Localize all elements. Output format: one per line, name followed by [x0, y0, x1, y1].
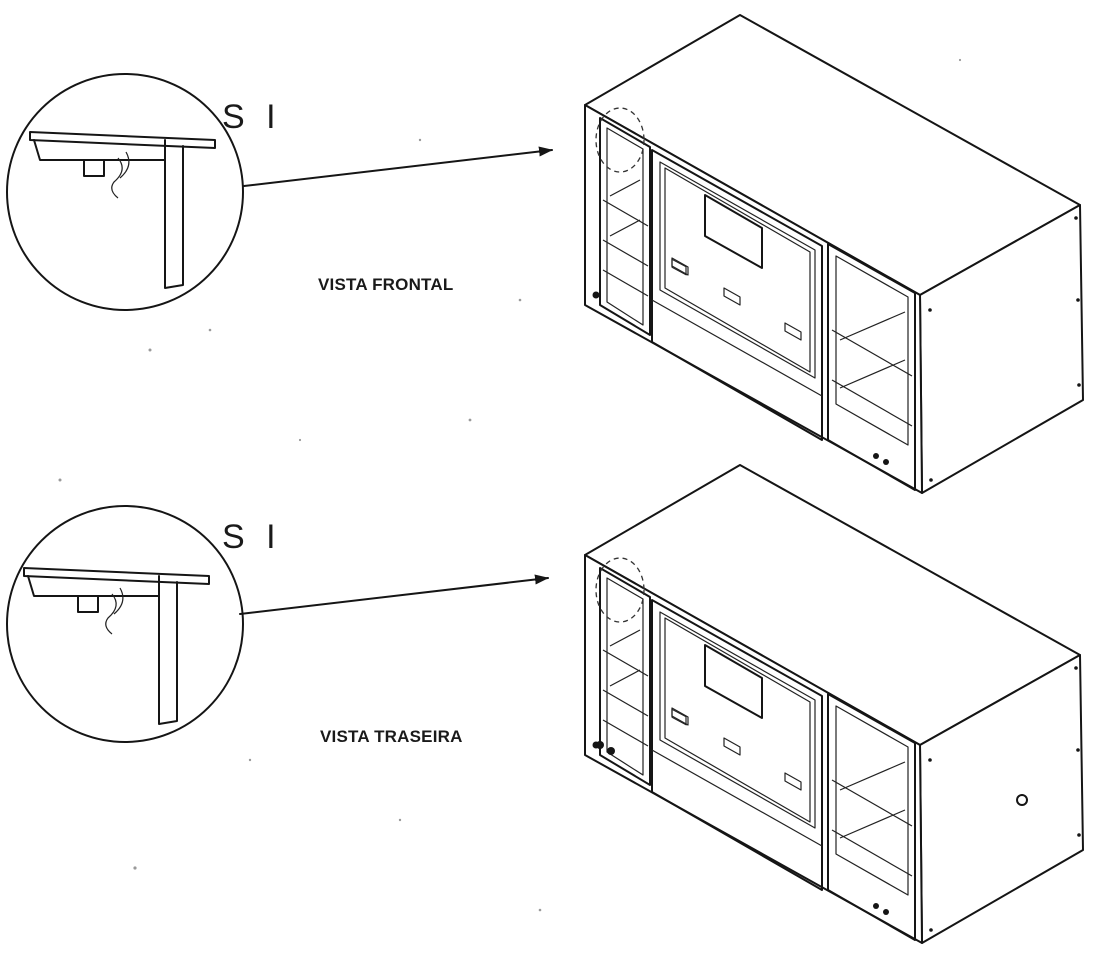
front-view-label: VISTA FRONTAL	[318, 275, 453, 294]
scan-noise	[58, 58, 962, 912]
rear-connector-hole	[1016, 794, 1028, 806]
rear-detail-magnifier	[6, 505, 244, 743]
front-detail-tag: S I	[222, 98, 282, 136]
front-detail-bracket	[29, 131, 216, 289]
rear-cabinet	[584, 464, 1084, 944]
rear-arrow	[239, 574, 549, 615]
front-detail-magnifier	[6, 73, 244, 311]
rear-view-group: S I VISTA TRASEIRA	[6, 464, 1084, 944]
rear-view-label: VISTA TRASEIRA	[320, 727, 463, 746]
rear-detail-tag: S I	[222, 518, 282, 556]
front-view-group: S I VISTA FRONTAL	[6, 14, 1084, 494]
front-cabinet	[584, 14, 1084, 494]
front-arrow	[243, 146, 553, 187]
rear-detail-bracket	[23, 567, 210, 725]
